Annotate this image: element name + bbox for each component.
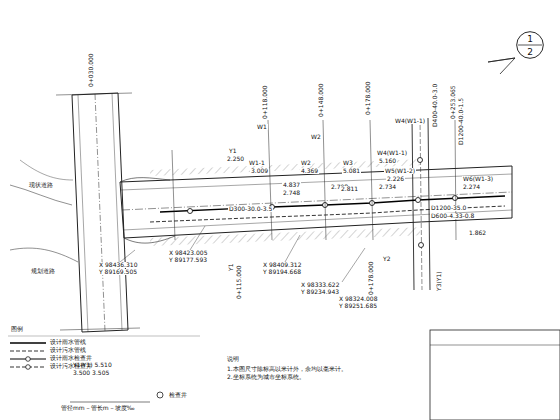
coordinate: Y 89234.943: [300, 289, 340, 295]
sheet-number: 1: [516, 35, 544, 44]
road-name: 现状道路: [28, 182, 54, 188]
manhole-id: Y1: [228, 148, 237, 154]
legend-sample: [10, 356, 46, 362]
coordinate: X 98324.008: [338, 296, 378, 302]
station-number: 0+178.000: [368, 260, 374, 296]
elevation: 2.250: [226, 156, 245, 162]
legend-heading: 图例: [10, 326, 24, 332]
note-text: 1.本图尺寸除标高以米计外，余均以毫米计。: [226, 366, 348, 372]
coordinate: X 98436.310: [98, 262, 138, 268]
note-text: 2.坐标系统为城市坐标系统。: [226, 374, 306, 380]
sample-caption: 检查井: [168, 392, 188, 398]
road-name: 规划道路: [30, 268, 56, 274]
coordinate: Y 89251.685: [338, 303, 378, 309]
sheet-number: 2: [516, 48, 544, 57]
legend-row: 设计雨水检查井: [10, 354, 92, 363]
coordinate: X 98409.312: [262, 262, 302, 268]
elevation: 1.862: [468, 230, 487, 236]
manhole-id: W5(W1-2): [384, 168, 416, 174]
manhole-id: W1-1: [248, 160, 266, 166]
elevation: 5.160: [378, 158, 397, 164]
elevation: 5.081: [342, 168, 361, 174]
coordinate: Y 89169.505: [98, 269, 138, 275]
station-number: 0+115.000: [236, 264, 242, 300]
station-number: 0+118.000: [262, 84, 268, 120]
manhole-id: Y2: [382, 256, 391, 262]
manhole-id: W2: [310, 134, 322, 140]
notes-heading: 说明: [226, 356, 240, 362]
sample-caption: 管径mm－管长m－坡度‰: [60, 405, 136, 411]
legend-row: 设计雨水管线: [10, 338, 86, 347]
pipe-spec: D600-4.33-0.8: [430, 213, 475, 219]
elevation: 4.369: [300, 168, 319, 174]
legend-sample: [10, 348, 46, 354]
elevation: 3.009: [250, 168, 269, 174]
manhole-id: W2: [300, 160, 312, 166]
sample-label: 3.500 3.505: [72, 370, 110, 376]
elevation: 2.748: [282, 190, 301, 196]
pipe-spec: D1200-35.0: [430, 205, 467, 211]
coordinate: Y 89194.668: [262, 269, 302, 275]
elevation: 2.734: [378, 184, 397, 190]
manhole-id: W4(W1-1): [376, 150, 408, 156]
station-number: 0+030.000: [88, 52, 94, 88]
manhole-id: Y3(Y1): [436, 270, 442, 292]
station-number: 0+178.000: [365, 80, 371, 116]
legend-text: 设计污水检查井: [50, 362, 92, 371]
legend-sample: [10, 340, 46, 346]
legend-text: 设计雨水检查井: [50, 354, 92, 363]
legend-row: 设计污水检查井: [10, 362, 92, 371]
manhole-id: W6(W1-3): [462, 176, 494, 182]
manhole-id: W4(W1-1): [394, 118, 426, 124]
pipe-spec: D400-40.0-3.0: [432, 83, 438, 128]
coordinate: X 98333.622: [300, 282, 340, 288]
elevation: 2.811: [340, 186, 359, 192]
legend-text: 设计雨水管线: [50, 338, 86, 347]
manhole-id: W3: [342, 160, 354, 166]
manhole-id: Y1: [228, 263, 234, 272]
elevation: 4.837: [282, 182, 301, 188]
elevation: 2.274: [462, 184, 481, 190]
coordinate: Y 89177.593: [168, 257, 208, 263]
station-number: 0+253.065: [450, 84, 456, 120]
station-number: 0+148.000: [318, 82, 324, 118]
legend-text: 设计污水管线: [50, 346, 86, 355]
legend-row: 设计污水管线: [10, 346, 86, 355]
coordinate: X 98423.005: [168, 250, 208, 256]
pipe-spec: D300-30.0-3.5: [228, 206, 273, 212]
pipe-spec: D1200-40.0-1.5: [458, 97, 464, 146]
elevation: 2.226: [386, 176, 405, 182]
manhole-id: W1: [256, 124, 268, 130]
sheet-number-circle: 12: [516, 31, 544, 59]
legend-sample: [10, 364, 46, 370]
